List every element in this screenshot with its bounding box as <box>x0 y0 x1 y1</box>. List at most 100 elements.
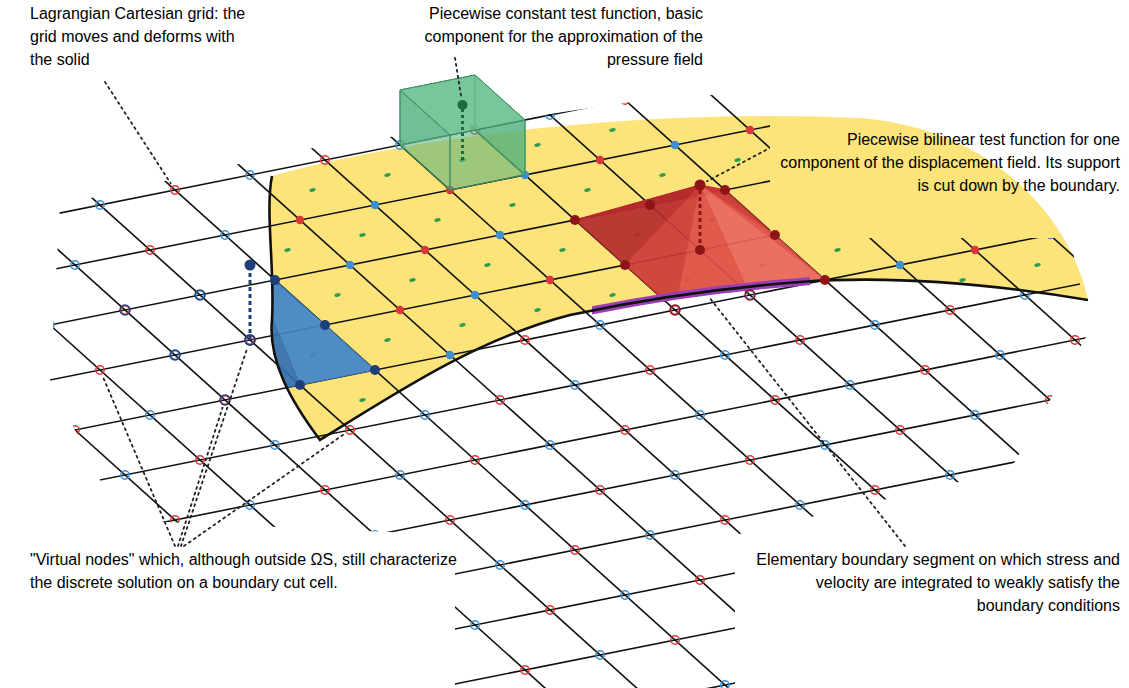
node-dot <box>671 636 679 644</box>
support-node <box>820 275 830 285</box>
grid-line <box>0 0 675 688</box>
node-dot <box>46 156 54 164</box>
node-dot <box>496 396 504 404</box>
node-dot <box>846 381 854 389</box>
box-top <box>400 75 525 135</box>
node-dot <box>1021 456 1029 464</box>
node-dot <box>1121 381 1129 389</box>
grid-line <box>0 0 525 688</box>
node-dot <box>396 471 404 479</box>
hat-face <box>250 265 375 385</box>
node-dot <box>571 546 579 554</box>
node-dot <box>246 6 254 14</box>
grid-line <box>350 0 1129 670</box>
leader-line <box>184 435 343 546</box>
node-dot <box>546 606 554 614</box>
node-dot <box>21 381 29 389</box>
node-dot <box>196 456 204 464</box>
node-dot <box>571 51 579 59</box>
height-mark <box>699 185 702 250</box>
pressure-dot <box>384 338 391 343</box>
node-dot <box>796 336 804 344</box>
pressure-dot <box>434 218 441 223</box>
grid-line <box>275 0 1129 685</box>
leader-line <box>103 377 175 546</box>
node-dot <box>296 51 304 59</box>
node-dot <box>546 276 554 284</box>
grid-line <box>0 115 1129 475</box>
node-dot <box>171 351 179 359</box>
support-node <box>270 275 280 285</box>
node-dot <box>996 351 1004 359</box>
grid-line <box>0 0 1129 70</box>
pressure-dot <box>359 233 366 238</box>
leader-line <box>181 348 247 546</box>
support-nodes <box>120 180 830 406</box>
solid-boundary <box>269 176 1088 440</box>
node-dot <box>796 171 804 179</box>
grid-line <box>875 0 1129 565</box>
grid-line <box>650 0 1129 610</box>
pressure-dot <box>334 293 341 298</box>
node-dot <box>496 231 504 239</box>
node-dot <box>196 291 204 299</box>
node-dot <box>21 51 29 59</box>
hat-face <box>200 265 275 295</box>
node-dot <box>371 366 379 374</box>
node-dot <box>146 411 154 419</box>
node-dot <box>871 651 879 659</box>
node-dot <box>621 426 629 434</box>
node-dot <box>271 111 279 119</box>
node-dot <box>621 261 629 269</box>
node-dot <box>771 66 779 74</box>
node-dot <box>196 621 204 629</box>
node-dot <box>1121 216 1129 224</box>
node-dot <box>821 276 829 284</box>
support-node <box>370 365 380 375</box>
grid-line <box>100 340 1129 688</box>
grid-line <box>50 295 1129 655</box>
pressure-dot <box>609 293 616 298</box>
node-dot <box>71 96 79 104</box>
node-dot <box>446 681 454 688</box>
node-dot <box>946 471 954 479</box>
node-dot <box>246 171 254 179</box>
pressure-dot <box>784 203 791 208</box>
pressure-dot <box>1034 263 1041 268</box>
node-dot <box>1071 666 1079 674</box>
support-node <box>645 200 655 210</box>
node-dot <box>396 636 404 644</box>
node-dot <box>571 216 579 224</box>
node-dot <box>571 381 579 389</box>
support-node <box>320 320 330 330</box>
node-dot <box>421 576 429 584</box>
node-dot <box>421 246 429 254</box>
node-dot <box>96 531 104 539</box>
node-dot <box>746 456 754 464</box>
node-dot <box>221 231 229 239</box>
node-dot <box>521 336 529 344</box>
pressure-dot <box>484 263 491 268</box>
node-dot <box>46 486 54 494</box>
node-dot <box>321 156 329 164</box>
node-dot <box>796 501 804 509</box>
pressure-dot <box>359 398 366 403</box>
node-dot <box>671 306 679 314</box>
node-dot <box>46 321 54 329</box>
pressure-dot <box>459 323 466 328</box>
node-dot <box>671 141 679 149</box>
node-dot <box>346 96 354 104</box>
node-dot <box>171 21 179 29</box>
node-dot <box>146 81 154 89</box>
node-dot <box>0 606 4 614</box>
node-dot <box>721 21 729 29</box>
grid-line <box>0 0 1129 340</box>
support-node <box>295 380 305 390</box>
node-dot <box>971 81 979 89</box>
grid-line <box>500 0 1129 640</box>
pressure-dot <box>834 248 841 253</box>
node-dot <box>721 186 729 194</box>
pressure-dot <box>384 173 391 178</box>
grid-line <box>1025 0 1129 535</box>
node-dot <box>921 36 929 44</box>
